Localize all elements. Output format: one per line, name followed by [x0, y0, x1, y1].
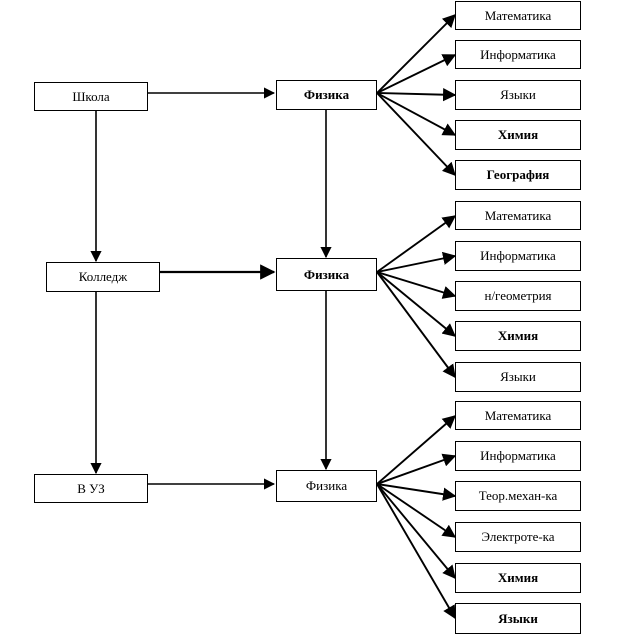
- arrow-physics-college-subject-2: [376, 251, 457, 273]
- arrow-physics-university-subject-1: [376, 415, 457, 485]
- arrow-physics-college-subject-3: [376, 271, 457, 299]
- subject-box-college-1: Математика: [455, 201, 581, 230]
- subject-box-college-2: Информатика: [455, 241, 581, 271]
- arrow-physics-school-subject-2: [376, 54, 457, 94]
- subject-box-university-3: Теор.механ-ка: [455, 481, 581, 511]
- institution-box-college: Колледж: [46, 262, 160, 292]
- subject-box-school-4: Химия: [455, 120, 581, 150]
- subject-box-college-3: н/геометрия: [455, 281, 581, 311]
- arrow-physics-university-subject-5: [376, 483, 456, 580]
- subject-box-university-6: Языки: [455, 603, 581, 634]
- arrow-physics-school-subject-4: [376, 92, 457, 136]
- subject-box-college-4: Химия: [455, 321, 581, 351]
- arrow-physics-college-subject-5: [376, 271, 456, 379]
- arrow-physics-school-subject-1: [376, 14, 456, 94]
- institution-box-school: Школа: [34, 82, 148, 111]
- subject-box-university-1: Математика: [455, 401, 581, 430]
- subject-box-school-3: Языки: [455, 80, 581, 110]
- subject-box-college-5: Языки: [455, 362, 581, 392]
- physics-box-school: Физика: [276, 80, 377, 110]
- arrow-physics-university-subject-6: [376, 483, 456, 620]
- subject-box-school-2: Информатика: [455, 40, 581, 69]
- subject-box-school-5: География: [455, 160, 581, 190]
- subject-box-school-1: Математика: [455, 1, 581, 30]
- arrow-physics-college-subject-4: [376, 271, 457, 337]
- arrow-physics-college-subject-1: [376, 215, 457, 273]
- subject-box-university-5: Химия: [455, 563, 581, 593]
- physics-box-college: Физика: [276, 258, 377, 291]
- physics-box-university: Физика: [276, 470, 377, 502]
- arrow-physics-school-subject-5: [376, 92, 456, 176]
- arrow-physics-university-subject-2: [376, 453, 457, 485]
- arrow-physics-university-subject-4: [376, 483, 457, 538]
- subject-box-university-2: Информатика: [455, 441, 581, 471]
- arrow-physics-university-subject-3: [376, 483, 457, 501]
- arrow-physics-school-subject-3: [376, 88, 457, 102]
- institution-box-university: В УЗ: [34, 474, 148, 503]
- subject-box-university-4: Электроте-ка: [455, 522, 581, 552]
